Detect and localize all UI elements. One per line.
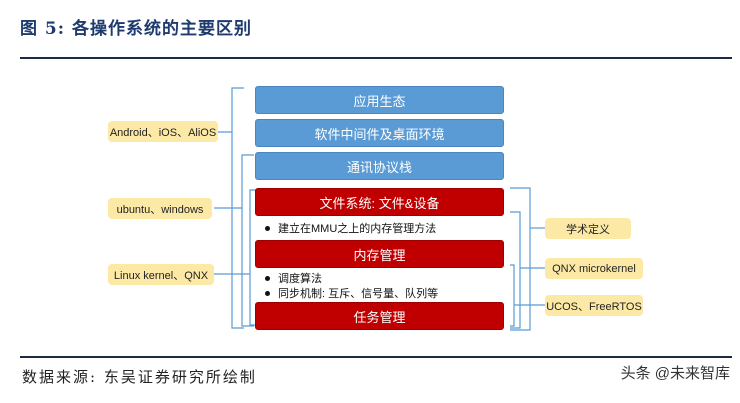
layer-file-system: 文件系统: 文件&设备 [255, 188, 504, 216]
watermark-text: 头条 @未来智库 [620, 365, 730, 382]
bullet-dot [265, 275, 270, 281]
layer-task-management: 任务管理 [255, 302, 504, 330]
tag-qnx-microkernel: QNX microkernel [545, 258, 643, 279]
layer-memory-management: 内存管理 [255, 240, 504, 268]
tag-linux-qnx: Linux kernel、QNX [108, 264, 214, 285]
bullet-memory-text: 建立在MMU之上的内存管理方法 [278, 223, 437, 235]
tag-academic-definition: 学术定义 [545, 218, 631, 239]
left-bracket-2 [241, 154, 254, 327]
layer-protocol-stack: 通讯协议栈 [255, 152, 504, 180]
figure-title: 图 5: 各操作系统的主要区别 [20, 19, 252, 39]
bullet-scheduling: 调度算法 [265, 270, 322, 286]
tag-ubuntu-windows: ubuntu、windows [108, 198, 212, 219]
bullet-sync-text: 同步机制: 互斥、信号量、队列等 [278, 288, 439, 300]
bullet-scheduling-text: 调度算法 [278, 273, 322, 285]
layer-middleware-desktop: 软件中间件及桌面环境 [255, 119, 504, 147]
right-bracket-2 [510, 211, 521, 329]
bottom-rule [20, 356, 732, 358]
tag-ucos-freertos: UCOS、FreeRTOS [545, 295, 643, 316]
bullet-dot [265, 290, 270, 296]
bullet-memory-method: 建立在MMU之上的内存管理方法 [265, 220, 436, 236]
bullet-sync: 同步机制: 互斥、信号量、队列等 [265, 285, 438, 301]
source-note: 数据来源: 东吴证券研究所绘制 [22, 368, 257, 386]
right-bracket-3 [510, 264, 515, 327]
right-bracket-1 [510, 187, 531, 331]
watermark: 头条 @未来智库 [621, 362, 730, 383]
layer-app-ecosystem: 应用生态 [255, 86, 504, 114]
bullet-dot [265, 225, 270, 231]
top-rule [20, 57, 732, 59]
tag-android-ios-alios: Android、iOS、AliOS [108, 121, 218, 142]
